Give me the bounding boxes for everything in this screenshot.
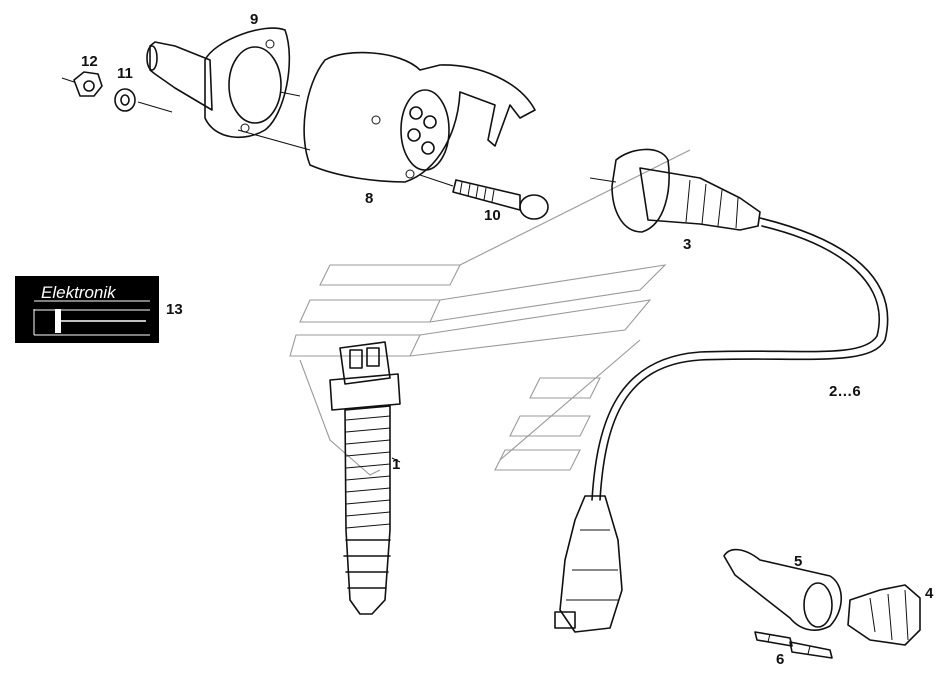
callout-9: 9 [250,11,258,28]
part-4-housing [847,584,921,646]
part-1-sensor [329,341,401,615]
part-10-screw [419,174,549,220]
part-9-boot-cover [146,27,301,138]
callout-13: 13 [166,301,183,318]
callout-11: 11 [117,65,133,82]
part-5-boot [723,548,842,631]
callout-6: 6 [776,651,784,668]
callout-1: 1 [392,456,400,473]
part-13-elektronik-badge: Elektronik [15,276,159,343]
callout-5: 5 [794,553,802,570]
callout-8: 8 [365,190,373,207]
callout-4: 4 [925,585,934,602]
part-3-plug [589,148,761,233]
callout-12: 12 [81,53,98,70]
cable-end-connector [554,495,623,633]
callout-3: 3 [683,236,691,253]
callout-10: 10 [484,207,501,224]
part-8-socket-housing [237,51,536,183]
part-6-terminals [754,631,833,659]
part-12-nut [61,71,103,97]
watermark-logo [289,149,691,476]
part-11-washer [114,88,173,113]
cable-2-6 [591,217,889,501]
callout-2-6: 2…6 [829,383,861,400]
badge-text: Elektronik [41,283,117,302]
